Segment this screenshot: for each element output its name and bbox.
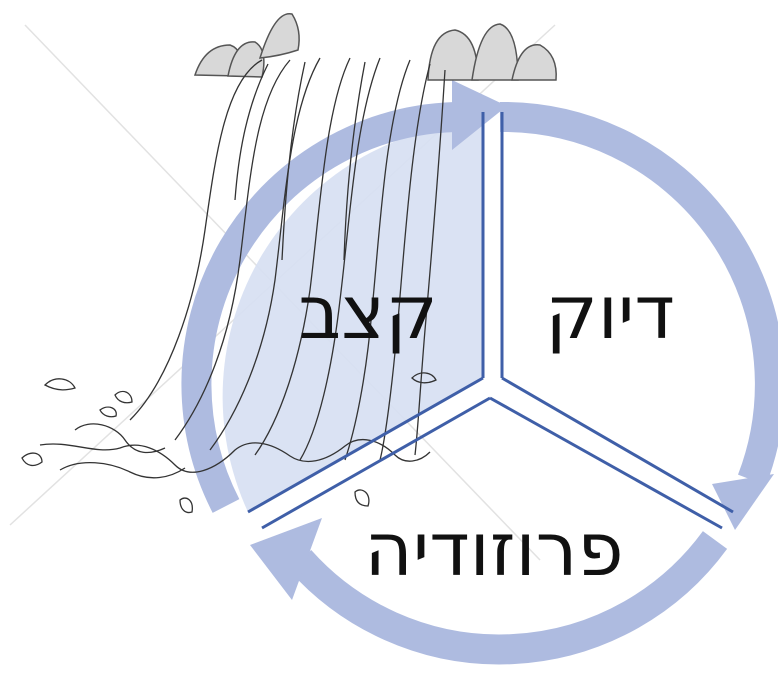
prosody-label: פרוזודיה xyxy=(364,507,623,593)
speed-label: קצב xyxy=(298,270,437,356)
accuracy-label: דיוק xyxy=(545,270,675,356)
arrowhead-right xyxy=(712,474,774,530)
divider-accuracy-prosody xyxy=(502,378,733,512)
